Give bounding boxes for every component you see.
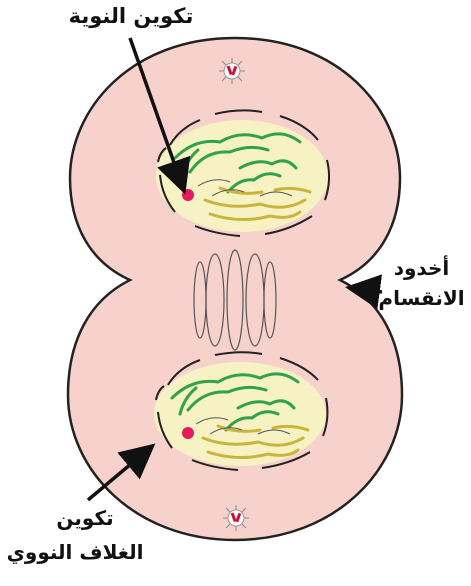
label-cleavage-furrow-line1: أخدود xyxy=(372,256,471,280)
label-cleavage-furrow-line2: الانقسام xyxy=(372,286,471,310)
label-nuclear-envelope-line1: تكوين xyxy=(30,506,140,530)
centrosome-top xyxy=(219,58,245,84)
nucleolus-bottom xyxy=(182,427,194,439)
centrosome-bottom xyxy=(223,505,249,531)
nucleolus-top xyxy=(182,189,194,201)
label-nucleolus-formation: تكوين النوية xyxy=(56,4,206,28)
label-nuclear-envelope-line2: الغلاف النووي xyxy=(0,540,150,564)
